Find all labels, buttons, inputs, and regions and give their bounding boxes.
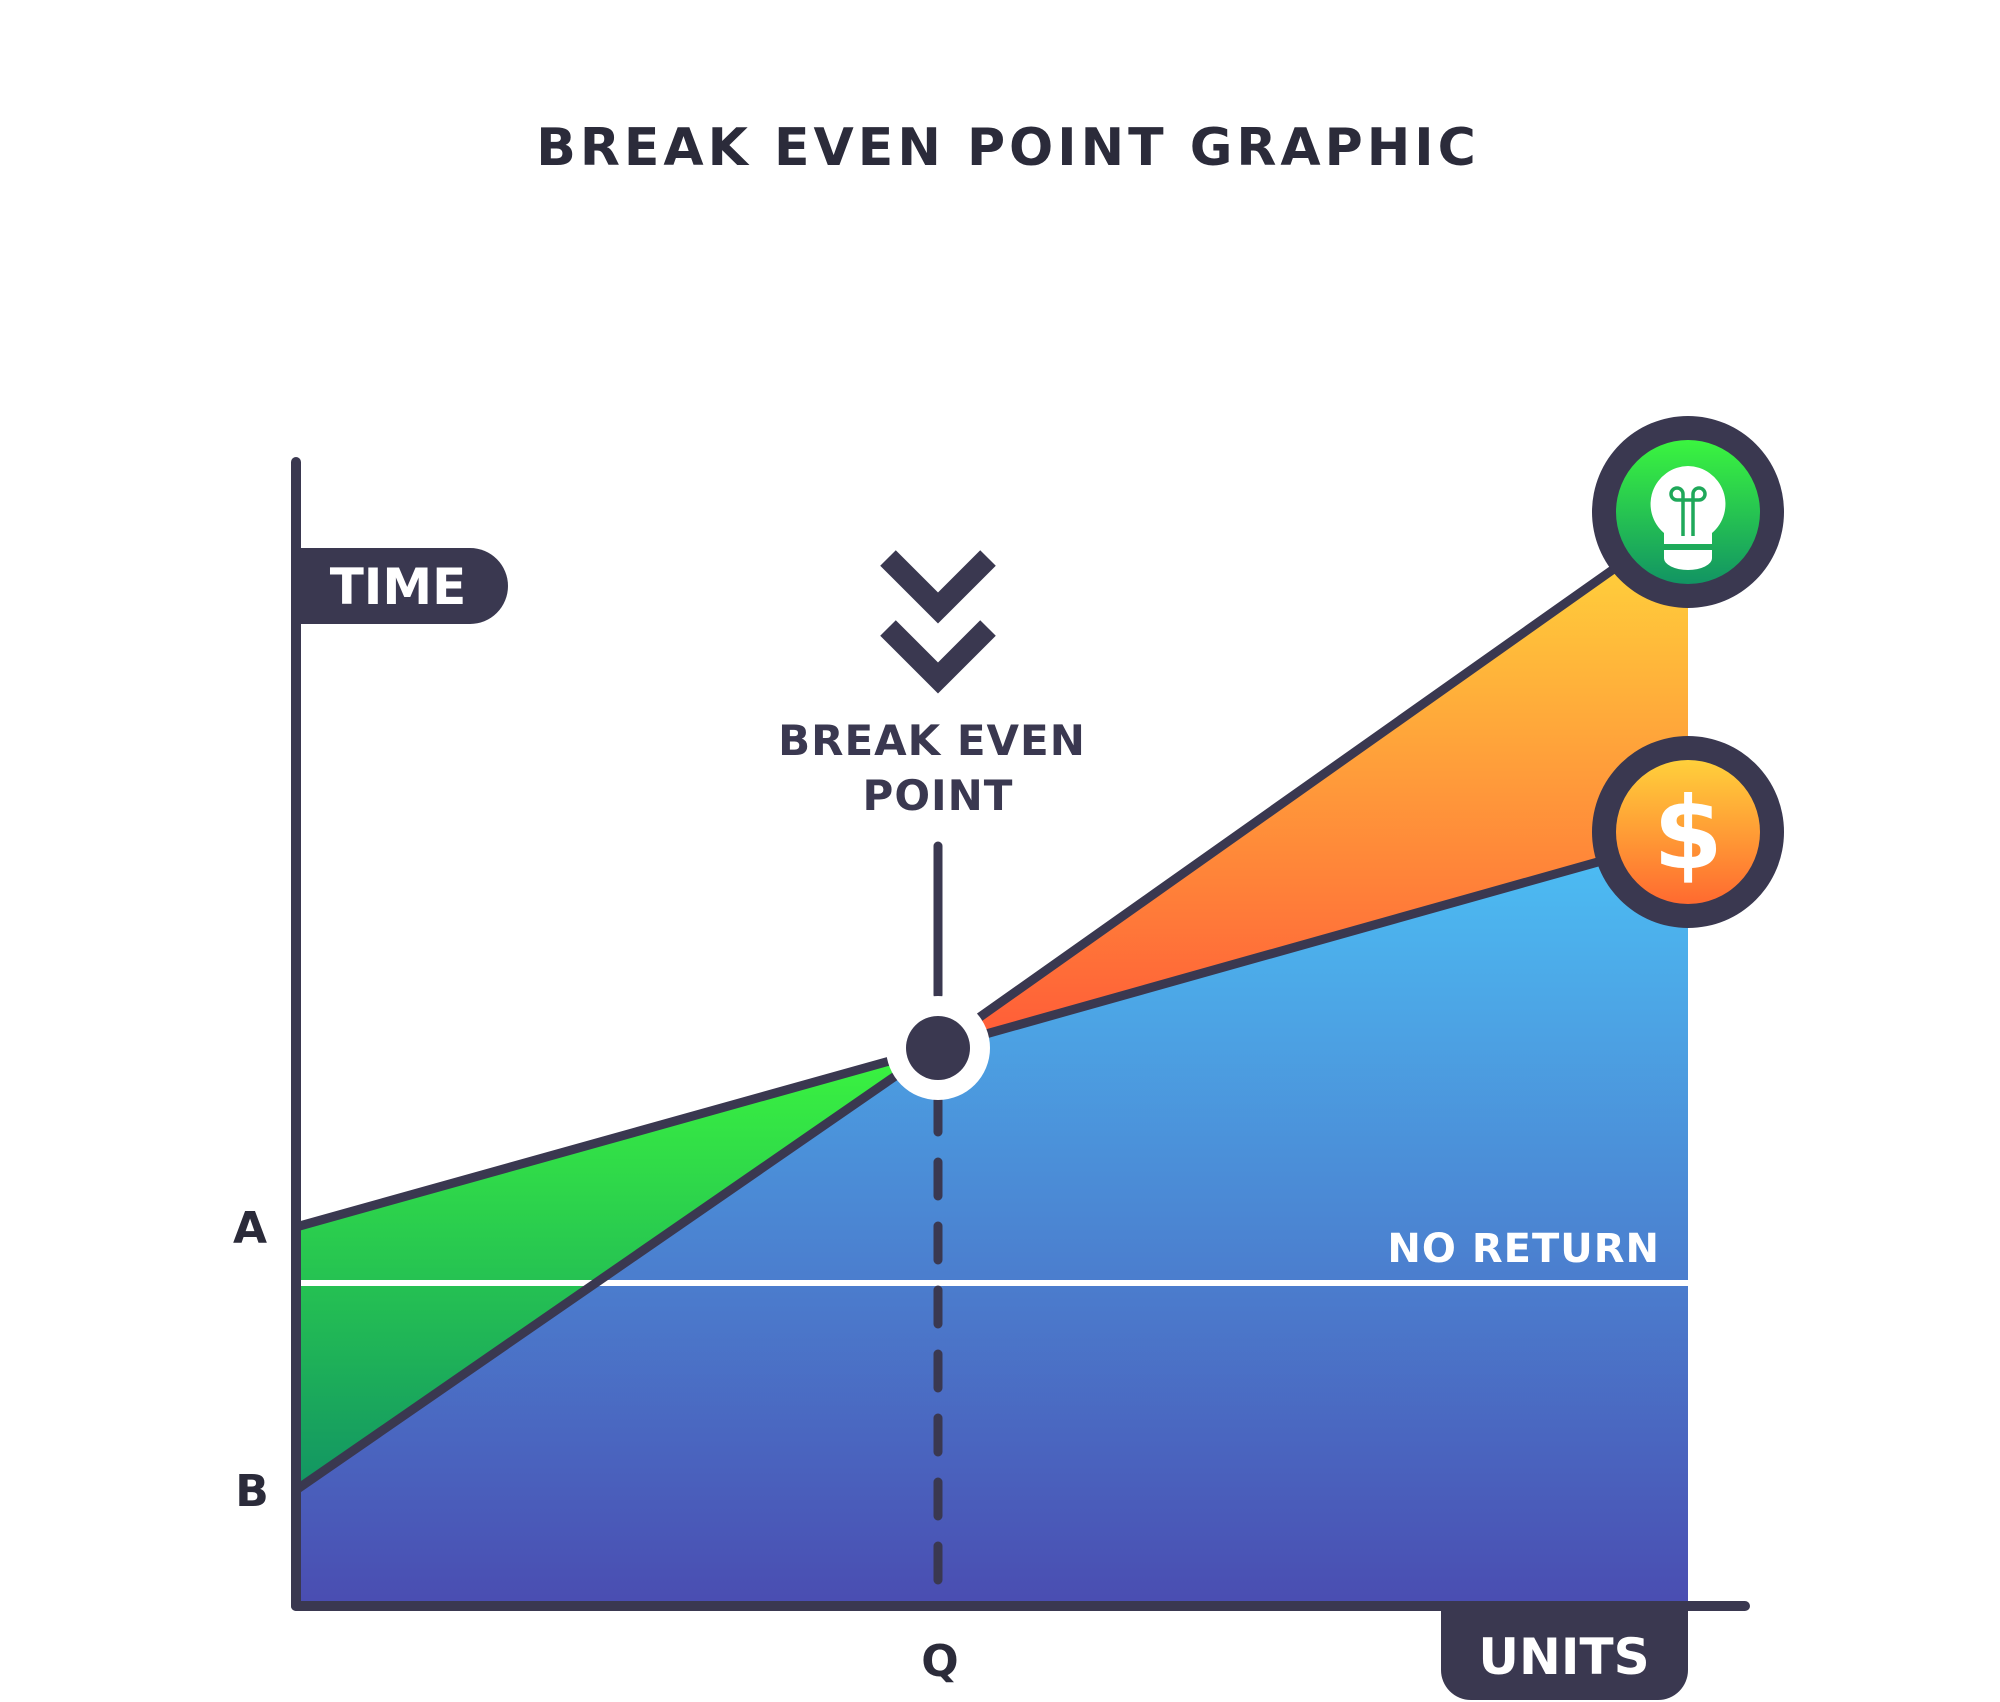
orange-profit-area [936, 558, 1688, 1048]
break-even-marker-dot [906, 1016, 970, 1080]
double-chevron-down-icon [880, 550, 996, 694]
dollar-icon: $ [1592, 736, 1784, 928]
x-tick-q: Q [921, 1636, 958, 1687]
units-tag-label: UNITS [1478, 1628, 1649, 1686]
time-tag [296, 548, 508, 624]
no-return-label: NO RETURN [1387, 1226, 1660, 1272]
units-tag [1441, 1610, 1688, 1700]
blue-area [296, 857, 1688, 1606]
dollar-symbol: $ [1653, 775, 1723, 892]
y-tick-a: A [233, 1203, 267, 1254]
y-tick-b: B [235, 1466, 269, 1517]
diagram-title: BREAK EVEN POINT GRAPHIC [536, 118, 1480, 178]
break-even-label-line1: BREAK EVEN [778, 716, 1086, 765]
break-even-label-line2: POINT [863, 771, 1014, 820]
time-tag-label: TIME [330, 558, 467, 616]
lightbulb-icon [1592, 416, 1784, 608]
